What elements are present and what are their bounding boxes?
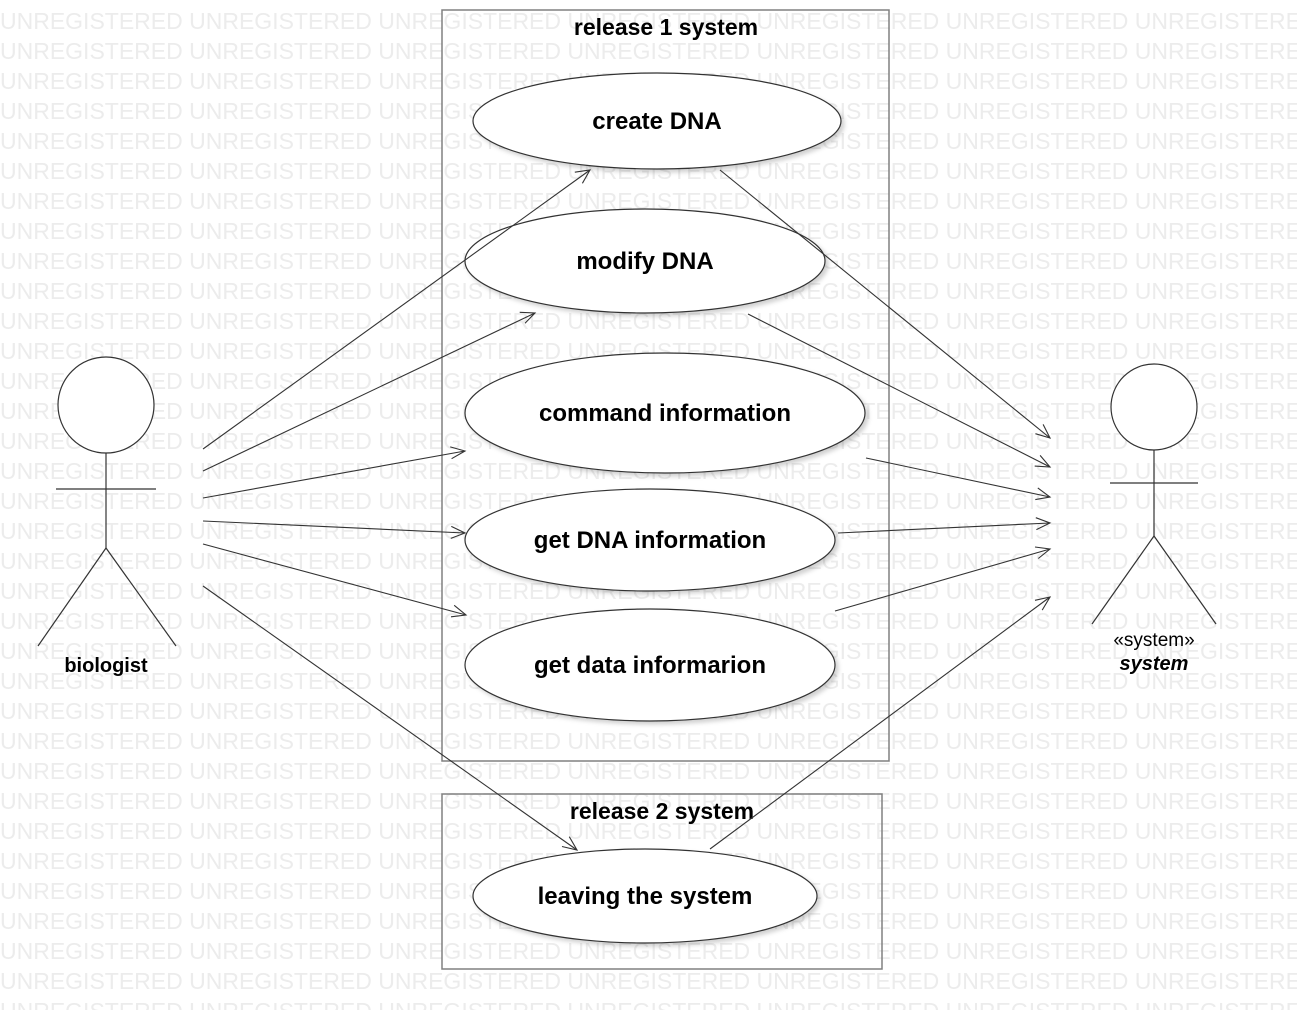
association-biologist-command-information[interactable] <box>202 446 467 499</box>
use-case-get-dna-information[interactable]: get DNA information <box>464 488 836 592</box>
association-command-information-system[interactable] <box>865 457 1052 501</box>
release2-title: release 2 system <box>570 798 754 824</box>
actor-name: biologist <box>64 655 148 677</box>
use-case-modify-dna[interactable]: modify DNA <box>464 208 826 314</box>
actor-name: system <box>1120 653 1189 675</box>
release1-boundary[interactable]: release 1 system <box>441 9 890 762</box>
use-case-label: get DNA information <box>534 527 766 554</box>
use-case-label: get data informarion <box>534 652 766 679</box>
release1-title: release 1 system <box>574 14 758 40</box>
actor-system[interactable]: «system» system <box>1091 363 1217 675</box>
actor-biologist[interactable]: biologist <box>37 356 177 677</box>
association-biologist-get-data-informarion[interactable] <box>202 543 468 618</box>
association-modify-dna-system[interactable] <box>747 313 1052 468</box>
stick-figure-icon <box>1091 363 1217 625</box>
association-create-dna-system[interactable] <box>719 169 1052 439</box>
association-biologist-modify-dna[interactable] <box>202 311 537 472</box>
use-case-label: modify DNA <box>576 248 713 275</box>
stick-figure-icon <box>37 356 177 647</box>
association-biologist-create-dna[interactable] <box>202 169 592 450</box>
association-leaving-the-system-system[interactable] <box>709 596 1052 850</box>
association-biologist-leaving-the-system[interactable] <box>202 585 579 851</box>
use-case-get-data-informarion[interactable]: get data informarion <box>464 608 836 722</box>
use-case-label: leaving the system <box>538 883 753 910</box>
use-case-label: command information <box>539 400 791 427</box>
association-get-data-informarion-system[interactable] <box>834 546 1052 612</box>
actor-stereotype: «system» <box>1113 630 1194 651</box>
association-lines <box>202 169 1052 851</box>
association-get-dna-information-system[interactable] <box>837 517 1052 534</box>
use-case-command-information[interactable]: command information <box>464 352 866 474</box>
use-case-label: create DNA <box>592 108 721 135</box>
use-case-create-dna[interactable]: create DNA <box>472 72 842 170</box>
association-biologist-get-dna-information[interactable] <box>202 520 467 539</box>
use-case-leaving-the-system[interactable]: leaving the system <box>472 848 818 944</box>
release2-boundary[interactable]: release 2 system <box>441 793 883 970</box>
